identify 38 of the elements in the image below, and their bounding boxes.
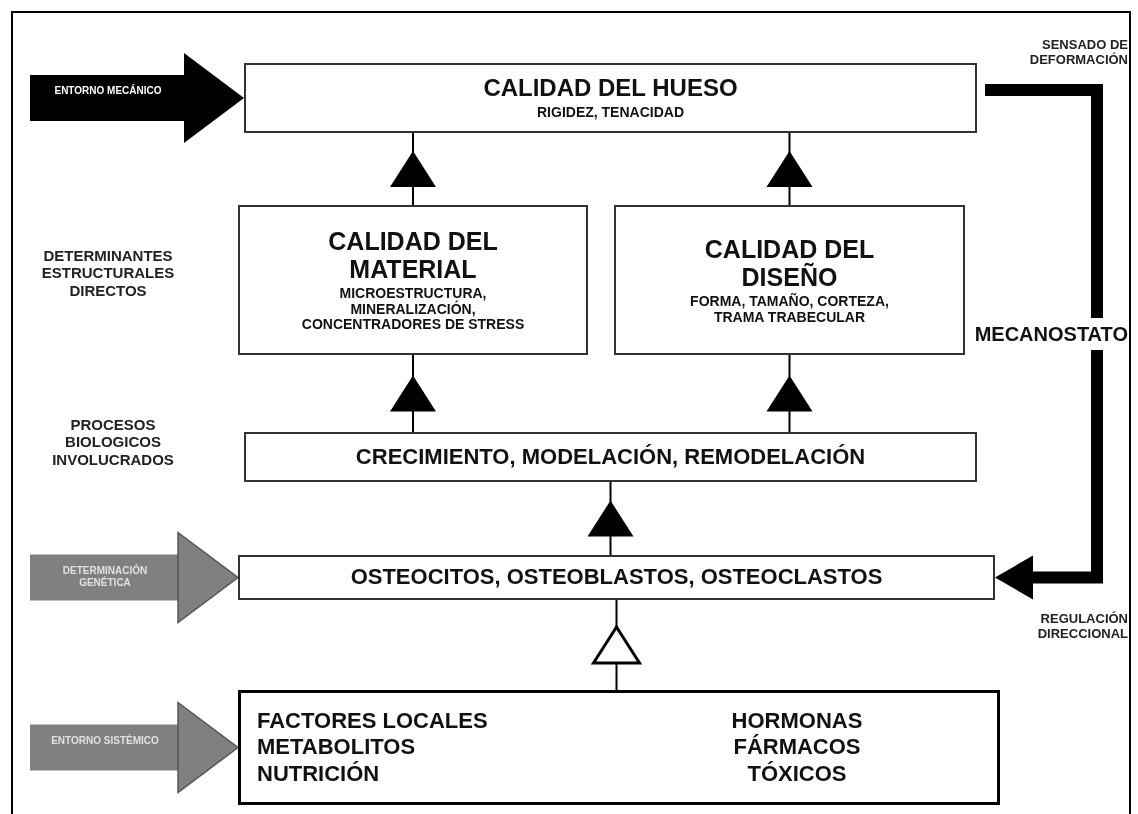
triangle-arrow — [766, 354, 813, 433]
arrow-label: ENTORNO SISTÉMICO — [50, 734, 160, 747]
factor-label: NUTRICIÓN — [257, 761, 380, 787]
triangle-arrow — [390, 132, 436, 206]
triangle-arrow — [587, 481, 634, 556]
block-arrow — [30, 531, 239, 624]
side-label: PROCESOS BIOLOGICOS INVOLUCRADOS — [51, 416, 175, 468]
factor-label: FÁRMACOS — [733, 735, 861, 760]
box-subtitle: FORMA, TAMAÑO, CORTEZA, TRAMA TRABECULAR — [689, 293, 890, 326]
side-label: DETERMINANTES ESTRUCTURALES DIRECTOS — [40, 247, 176, 299]
text-box — [244, 432, 977, 482]
box-title: CALIDAD DEL DISEÑO — [703, 234, 876, 291]
factor-label: METABOLITOS — [257, 735, 416, 760]
box-title: CRECIMIENTO, MODELACIÓN, REMODELACIÓN — [355, 444, 866, 470]
box-title: OSTEOCITOS, OSTEOBLASTOS, OSTEOCLASTOS — [350, 565, 883, 590]
triangle-arrow — [766, 132, 813, 206]
text-box — [238, 690, 1000, 805]
side-label: SENSADO DE DEFORMACIÓN — [1028, 38, 1128, 68]
text-box — [244, 63, 977, 133]
text-box — [614, 205, 965, 355]
box-title: CALIDAD DEL HUESO — [483, 75, 738, 103]
text-box — [238, 205, 588, 355]
factor-label: HORMONAS — [731, 708, 863, 734]
box-subtitle: RIGIDEZ, TENACIDAD — [537, 105, 684, 121]
factor-label: FACTORES LOCALES — [257, 708, 488, 734]
triangle-arrow — [390, 354, 436, 433]
block-arrow — [30, 53, 244, 143]
hollow-triangle-arrow — [592, 599, 641, 691]
box-subtitle: MICROESTRUCTURA, MINERALIZACIÓN, CONCENTRADORES DE STRESS — [300, 286, 526, 333]
arrow-label: DETERMINACIÓN GENÉTICA — [61, 564, 149, 589]
text-box — [238, 555, 995, 600]
factor-label: TÓXICOS — [747, 761, 847, 787]
box-title: CALIDAD DEL MATERIAL — [327, 227, 499, 283]
feedback-arrow — [985, 84, 1103, 600]
block-arrow — [30, 701, 239, 794]
side-label: REGULACIÓN DIRECCIONAL — [1036, 612, 1128, 642]
edge-label: MECANOSTATO — [974, 317, 1128, 350]
arrow-label: ENTORNO MECÁNICO — [53, 85, 163, 97]
